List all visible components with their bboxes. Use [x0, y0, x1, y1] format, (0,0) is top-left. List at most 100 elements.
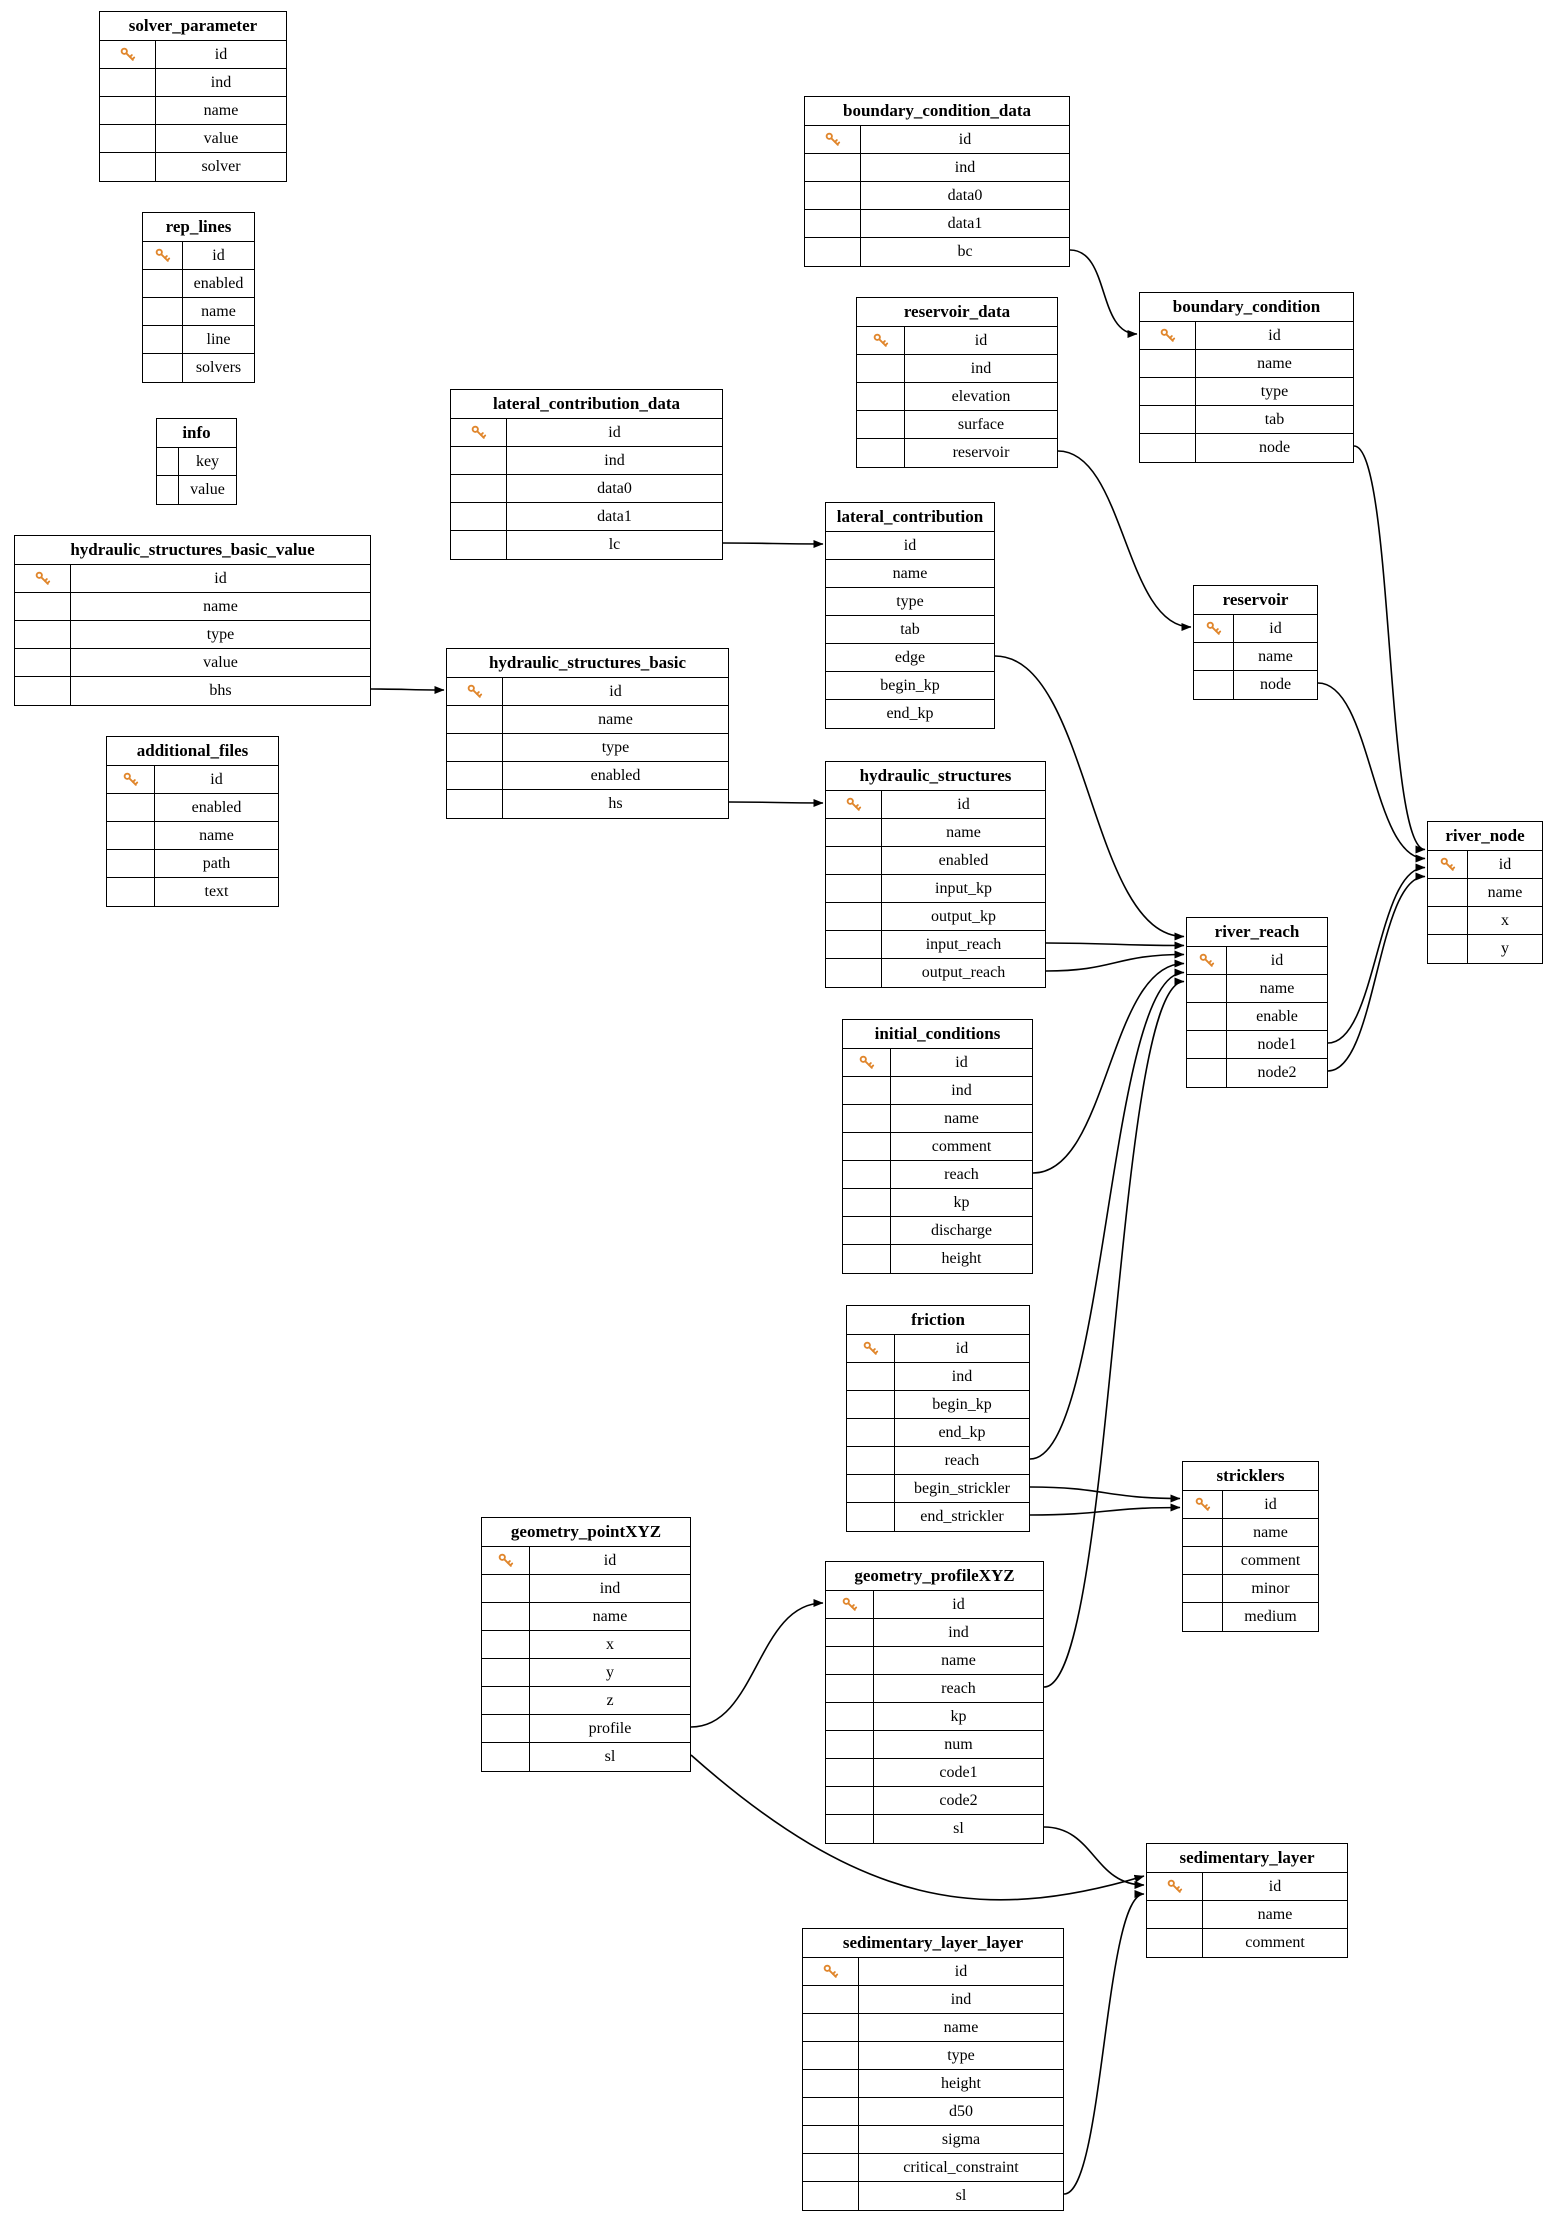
table-row: name: [1428, 879, 1542, 907]
column-name: type: [206, 626, 235, 643]
key-cell-empty: [847, 1447, 895, 1474]
table-title: lateral_contribution_data: [451, 390, 722, 419]
relationship-edge: [1029, 1486, 1181, 1503]
table-row: z: [482, 1687, 690, 1715]
table-row: id: [1140, 322, 1353, 350]
column-name: ind: [951, 1368, 973, 1385]
table-row: surface: [857, 411, 1057, 439]
column-name: reservoir: [952, 444, 1010, 461]
column-name: id: [1264, 1496, 1277, 1513]
key-cell-empty: [843, 1105, 891, 1132]
table-title: info: [157, 419, 236, 448]
key-icon: [842, 1597, 858, 1611]
key-cell-empty: [1147, 1901, 1203, 1928]
table-row: enabled: [447, 762, 728, 790]
column-name: name: [199, 827, 234, 844]
column-name: input_reach: [925, 936, 1002, 953]
column-name: name: [1487, 884, 1523, 901]
table-row: enabled: [107, 794, 278, 822]
column-name: d50: [949, 2103, 973, 2120]
column-name: type: [601, 739, 630, 756]
key-cell-empty: [157, 448, 179, 475]
key-cell-empty: [826, 959, 882, 987]
column-name: node: [1259, 676, 1292, 693]
column-name: code1: [939, 1764, 978, 1781]
column-name: ind: [954, 159, 976, 176]
table-row: key: [157, 448, 236, 476]
key-cell-empty: [157, 476, 179, 504]
table-title: sedimentary_layer_layer: [803, 1929, 1063, 1958]
column-name: value: [203, 654, 238, 671]
column-name: id: [214, 46, 228, 63]
column-name: name: [941, 1652, 976, 1669]
key-cell-empty: [826, 1619, 874, 1646]
key-cell-empty: [826, 1787, 874, 1814]
table-row: ind: [100, 69, 286, 97]
key-cell-empty: [1187, 1003, 1227, 1030]
table-row: reach: [826, 1675, 1043, 1703]
table-row: name: [1194, 643, 1317, 671]
primary-key-cell: [100, 41, 156, 68]
column-name: id: [1268, 327, 1281, 344]
key-cell-empty: [107, 794, 155, 821]
column-name: reach: [944, 1166, 979, 1183]
table-row: input_reach: [826, 931, 1045, 959]
table-title: stricklers: [1183, 1462, 1318, 1491]
table-row: ind: [843, 1077, 1032, 1105]
table-row: sl: [826, 1815, 1043, 1843]
key-cell-empty: [803, 2070, 859, 2097]
table-row: medium: [1183, 1603, 1318, 1631]
table-row: text: [107, 878, 278, 906]
relationship-edge: [1045, 950, 1185, 972]
column-name: id: [212, 247, 225, 264]
table-row: node: [1140, 434, 1353, 462]
column-name: sl: [604, 1748, 616, 1765]
key-cell-empty: [843, 1217, 891, 1244]
column-name: sl: [953, 1820, 964, 1837]
key-icon: [863, 1341, 879, 1355]
key-cell-empty: [847, 1391, 895, 1418]
key-cell-empty: [826, 931, 882, 958]
table-row: lc: [451, 531, 722, 559]
column-name: edge: [894, 649, 926, 666]
key-cell-empty: [1183, 1575, 1223, 1602]
column-name: enabled: [193, 275, 244, 292]
column-name: id: [974, 332, 988, 349]
table-row: type: [803, 2042, 1063, 2070]
table-row: ind: [847, 1363, 1029, 1391]
column-name: name: [1258, 648, 1293, 665]
table-row: enabled: [826, 847, 1045, 875]
key-cell-empty: [482, 1603, 530, 1630]
table-title: initial_conditions: [843, 1020, 1032, 1049]
column-name: id: [957, 796, 970, 813]
relationship-edge: [1057, 450, 1192, 631]
table-row: id: [1428, 851, 1542, 879]
column-name: height: [941, 1250, 982, 1267]
column-name: kp: [950, 1708, 967, 1725]
key-cell-empty: [482, 1631, 530, 1658]
primary-key-cell: [447, 678, 503, 705]
table-row: name: [1187, 975, 1327, 1003]
table-row: name: [826, 1647, 1043, 1675]
table-row: name: [15, 593, 370, 621]
key-icon: [471, 425, 487, 439]
column-name: x: [1501, 912, 1509, 929]
key-icon: [123, 772, 139, 786]
key-cell-empty: [482, 1575, 530, 1602]
key-cell-empty: [1140, 350, 1196, 377]
table-row: ind: [857, 355, 1057, 383]
key-cell-empty: [451, 503, 507, 530]
column-name: comment: [1245, 1934, 1305, 1951]
table-row: name: [826, 560, 994, 588]
key-icon: [1195, 1497, 1211, 1511]
column-name: solvers: [195, 359, 242, 376]
table-row: node: [1194, 671, 1317, 699]
table-row: id: [1183, 1491, 1318, 1519]
table-row: id: [451, 419, 722, 447]
column-name: minor: [1251, 1580, 1290, 1597]
table-row: ind: [805, 154, 1069, 182]
key-cell-empty: [1194, 671, 1234, 699]
